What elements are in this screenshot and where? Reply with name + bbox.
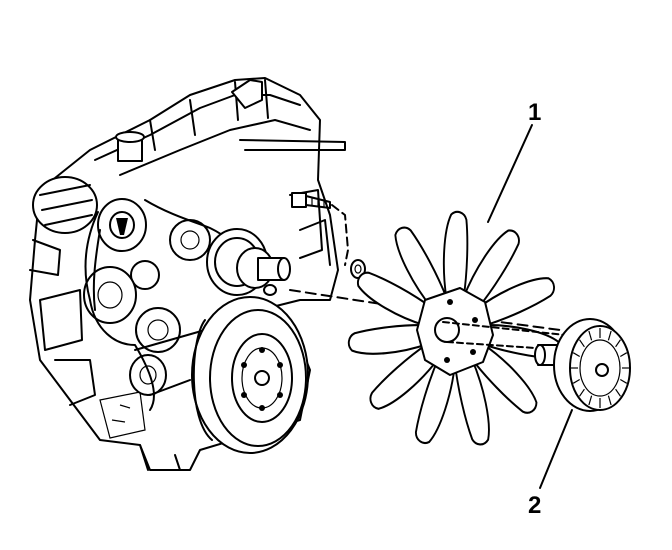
fan-blade-vane [357,271,434,327]
callout-2: 2 [528,409,573,519]
mounting-bolt [291,192,349,266]
clutch-fin [572,378,581,384]
fan-blade-vane [476,277,555,327]
water-pump-pulley [206,228,291,296]
callout-label: 1 [528,99,541,126]
fan-blade [347,210,566,446]
callout-label: 2 [528,492,541,519]
fan-blade-vane [414,356,457,444]
clutch-fin [572,352,581,358]
accessory-drive [83,198,261,411]
fan-blade-vane [469,342,538,414]
fan-blade-vane [462,229,520,310]
fan-blade-vane [369,342,441,410]
clutch-fin [579,388,585,397]
clutch-fin [588,395,593,406]
clutch-fin [615,388,621,397]
clutch-fin [588,330,593,341]
fan-clutch [534,318,631,412]
clutch-fin [607,395,612,406]
clutch-fin [615,339,621,348]
fan-blade-vane [394,226,448,310]
clutch-fin [619,378,628,384]
fan-blade-vane [442,210,469,300]
clutch-fin [579,339,585,348]
callout-1: 1 [487,99,541,223]
fan-blade-vane [453,356,490,446]
crankshaft-damper [191,296,309,454]
clutch-fin [619,352,628,358]
clutch-fin [607,330,612,341]
fan-blade-vane [347,324,429,355]
